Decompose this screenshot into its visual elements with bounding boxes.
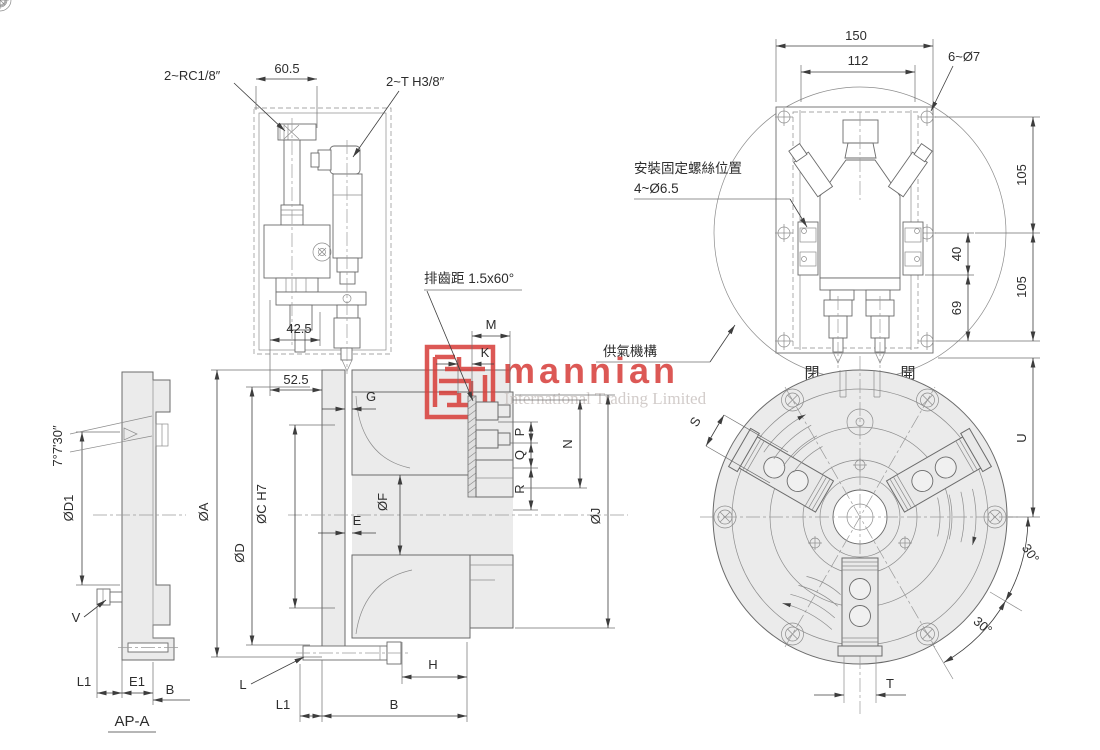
dim-label-q: Q xyxy=(512,450,527,460)
chuck-front-view: S U 30° 30° T xyxy=(0,0,1042,714)
dim-label-112: 112 xyxy=(848,53,869,68)
watermark-brand: mannian xyxy=(503,350,679,391)
dim-label-d: ØD xyxy=(232,543,247,563)
dim-label-60-5: 60.5 xyxy=(274,61,299,76)
dim-label-d1: ØD1 xyxy=(61,495,76,522)
dim-label-b-bottom: B xyxy=(390,697,399,712)
note-mounting-line2: 4~Ø6.5 xyxy=(634,181,679,196)
section-view: 52.5 G E ØA ØD ØC H7 ØF M K 排齒距 1.5x60° xyxy=(196,271,628,722)
watermark-subtitle: International Trading Limited xyxy=(504,389,707,408)
dim-label-taper-angle: 7°7'30″ xyxy=(50,425,65,467)
dim-label-52-5: 52.5 xyxy=(283,372,308,387)
dim-label-h: H xyxy=(428,657,437,672)
dim-label-g: G xyxy=(366,389,376,404)
dim-label-40: 40 xyxy=(949,247,964,261)
dim-label-42-5: 42.5 xyxy=(286,321,311,336)
dim-label-l1: L1 xyxy=(77,674,91,689)
dim-label-v: V xyxy=(72,610,81,625)
note-air-supply: 供氣機構 xyxy=(603,344,657,359)
air-supply-top-view: 150 112 6~Ø7 40 69 105 105 安裝固定螺絲位置 4~Ø6… xyxy=(0,0,1040,382)
dim-label-k: K xyxy=(481,345,490,360)
dim-label-f: ØF xyxy=(375,493,390,511)
section-dimensions: 52.5 G E ØA ØD ØC H7 ØF M K 排齒距 1.5x60° xyxy=(196,271,615,722)
dim-label-m: M xyxy=(486,317,497,332)
air-supply-dimensions: 150 112 6~Ø7 40 69 105 105 安裝固定螺絲位置 4~Ø6… xyxy=(596,28,1040,382)
dim-label-69: 69 xyxy=(949,301,964,315)
dim-label-j: ØJ xyxy=(588,508,603,525)
port-label-rc: 2~RC1/8″ xyxy=(164,68,221,83)
dim-label-a: ØA xyxy=(196,502,211,521)
note-mounting-line1: 安裝固定螺絲位置 xyxy=(634,161,742,176)
dim-label-e1: E1 xyxy=(129,674,145,689)
dim-label-l1-bottom: L1 xyxy=(276,697,290,712)
dim-label-105-top: 105 xyxy=(1014,164,1029,186)
dim-label-p: P xyxy=(512,428,527,437)
dim-label-u: U xyxy=(1014,433,1029,442)
dim-label-n: N xyxy=(560,439,575,448)
valve-dimensions: 2~RC1/8″ 60.5 2~T H3/8″ 42.5 xyxy=(164,61,445,396)
dim-label-c-h7: ØC H7 xyxy=(254,484,269,524)
dim-label-105-bottom: 105 xyxy=(1014,276,1029,298)
dim-label-6-holes: 6~Ø7 xyxy=(948,49,980,64)
dim-label-r: R xyxy=(512,484,527,493)
view-title-apa: AP-A xyxy=(114,713,149,730)
dim-label-t: T xyxy=(886,676,894,691)
valve-assembly: 2~RC1/8″ 60.5 2~T H3/8″ 42.5 xyxy=(164,61,445,396)
side-view-dimensions: ØD1 7°7'30″ V L1 E1 B AP-A xyxy=(50,415,190,733)
note-serration: 排齒距 1.5x60° xyxy=(424,271,514,286)
dim-label-l: L xyxy=(239,677,246,692)
port-label-th: 2~T H3/8″ xyxy=(386,74,445,89)
chuck-jaw xyxy=(837,557,883,657)
watermark-logo-icon xyxy=(424,344,496,420)
stroke-arc-lower-left xyxy=(782,576,841,630)
dim-label-b: B xyxy=(166,682,175,697)
dim-label-150: 150 xyxy=(845,28,867,43)
side-view: ØD1 7°7'30″ V L1 E1 B AP-A xyxy=(50,371,190,733)
stroke-arc-right xyxy=(937,488,977,546)
watermark: mannian International Trading Limited xyxy=(424,344,707,420)
stroke-arc-upper-left xyxy=(763,414,823,473)
dim-label-e: E xyxy=(353,513,362,528)
